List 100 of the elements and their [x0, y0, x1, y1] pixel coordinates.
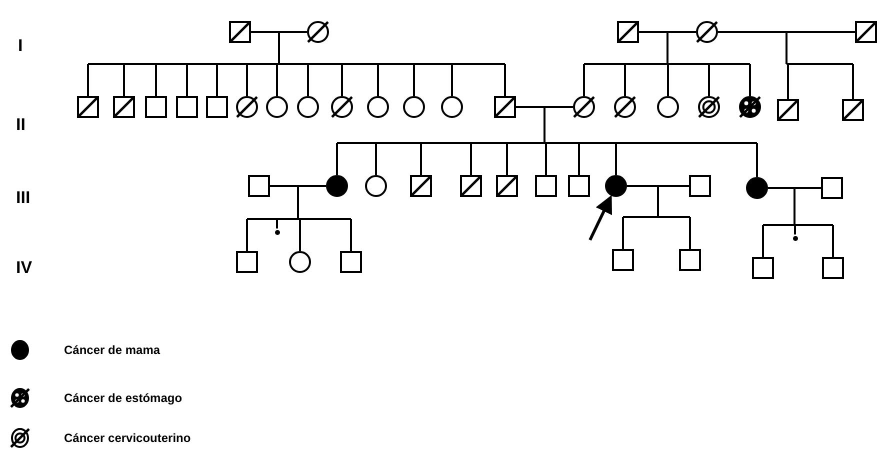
descent-line: [832, 225, 834, 257]
descent-line: [470, 143, 472, 175]
descent-line: [336, 143, 338, 175]
square-symbol: [568, 175, 590, 197]
square-symbol: [340, 251, 362, 273]
slashed-square-symbol: [113, 96, 135, 118]
square-symbol: [145, 96, 167, 118]
square-symbol: [689, 175, 711, 197]
square-symbol: [535, 175, 557, 197]
slashed-square-symbol: [842, 99, 864, 121]
square-symbol: [612, 249, 634, 271]
small-dot: [274, 228, 280, 236]
descent-line: [375, 143, 377, 175]
slashed-square-symbol: [494, 96, 516, 118]
marriage-line: [516, 106, 573, 108]
descent-line: [689, 217, 691, 249]
descent-line: [276, 219, 278, 228]
sibship-line: [762, 187, 834, 226]
square-symbol: [752, 257, 774, 279]
sibship-line: [87, 31, 506, 65]
generation-label: IV: [16, 258, 32, 278]
circle-symbol: [403, 96, 425, 118]
marriage-line: [270, 185, 326, 187]
marriage-line: [768, 187, 821, 189]
descent-line: [708, 64, 710, 96]
descent-line: [506, 143, 508, 175]
descent-line: [762, 225, 764, 257]
circle-symbol: [441, 96, 463, 118]
descent-line: [155, 64, 157, 96]
square-symbol: [248, 175, 270, 197]
sibship-line: [246, 185, 352, 220]
descent-line: [667, 64, 669, 96]
marriage-line: [718, 31, 855, 33]
descent-line: [787, 64, 789, 99]
descent-line: [794, 225, 796, 234]
descent-line: [216, 64, 218, 96]
marriage-line: [639, 31, 696, 33]
descent-line: [578, 143, 580, 175]
slashed-square-symbol: [410, 175, 432, 197]
sibship-line: [786, 31, 854, 65]
descent-line: [420, 143, 422, 175]
sibship-line: [583, 31, 751, 65]
square-symbol: [206, 96, 228, 118]
slashed-circle-symbol: [696, 21, 718, 43]
circle-symbol: [289, 251, 311, 273]
descent-line: [756, 143, 758, 177]
slashed-circle-symbol: [614, 96, 636, 118]
marriage-line: [627, 185, 689, 187]
descent-line: [246, 219, 248, 251]
slashed-circle-symbol: [236, 96, 258, 118]
filled-circle-symbol: [326, 175, 348, 197]
descent-line: [350, 219, 352, 251]
slashed-circle-symbol: [331, 96, 353, 118]
descent-line: [624, 64, 626, 96]
circle-symbol: [266, 96, 288, 118]
descent-line: [87, 64, 89, 96]
descent-line: [186, 64, 188, 96]
slashed-dotted-circle-symbol: [739, 96, 761, 118]
generation-label: II: [16, 115, 26, 135]
slashed-square-symbol: [77, 96, 99, 118]
slashed-circle-symbol: [573, 96, 595, 118]
descent-line: [583, 64, 585, 96]
square-symbol: [176, 96, 198, 118]
marriage-line: [251, 31, 307, 33]
descent-line: [299, 219, 301, 251]
legend-label: Cáncer de estómago: [64, 390, 182, 406]
descent-line: [307, 64, 309, 96]
legend-label: Cáncer cervicouterino: [64, 430, 191, 446]
arrow: [588, 195, 612, 241]
descent-line: [615, 143, 617, 175]
descent-line: [276, 64, 278, 96]
descent-line: [504, 64, 506, 96]
slashed-circle-symbol: [307, 21, 329, 43]
square-symbol: [821, 177, 843, 199]
descent-line: [545, 143, 547, 175]
circle-symbol: [365, 175, 387, 197]
descent-line: [377, 64, 379, 96]
slashed-square-symbol: [496, 175, 518, 197]
circle-symbol: [297, 96, 319, 118]
descent-line: [341, 64, 343, 96]
slashed-square-symbol: [777, 99, 799, 121]
descent-line: [852, 64, 854, 99]
square-symbol: [822, 257, 844, 279]
slashed-square-symbol: [617, 21, 639, 43]
descent-line: [246, 64, 248, 96]
circle-symbol: [657, 96, 679, 118]
generation-label: I: [18, 36, 23, 56]
small-dot: [792, 234, 798, 242]
slashed-square-symbol: [229, 21, 251, 43]
descent-line: [451, 64, 453, 96]
square-symbol: [679, 249, 701, 271]
descent-line: [749, 64, 751, 96]
descent-line: [123, 64, 125, 96]
filled-circle-symbol: [746, 177, 768, 199]
sibship-line: [622, 185, 691, 218]
slashed-square-symbol: [855, 21, 877, 43]
filled-circle-symbol: [605, 175, 627, 197]
slashed-ringed-circle-symbol: [698, 96, 720, 118]
legend-label: Cáncer de mama: [64, 342, 160, 358]
descent-line: [413, 64, 415, 96]
